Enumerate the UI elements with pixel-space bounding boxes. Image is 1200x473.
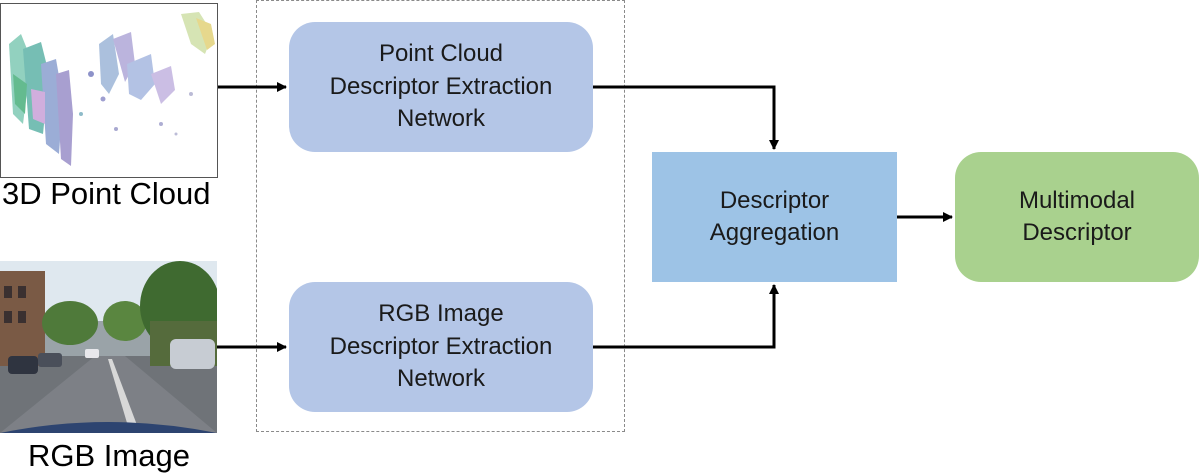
arrow-pcnet-to-aggregation xyxy=(593,85,779,150)
arrow-rgbnet-to-aggregation xyxy=(593,284,779,349)
point-cloud-visual xyxy=(9,12,215,166)
point-cloud-network-block: Point Cloud Descriptor Extraction Networ… xyxy=(289,22,593,152)
rgb-network-block: RGB Image Descriptor Extraction Network xyxy=(289,282,593,412)
rgb-street-visual xyxy=(0,261,217,433)
point-cloud-image xyxy=(0,3,218,178)
point-cloud-label: 3D Point Cloud xyxy=(2,176,211,211)
extraction-group-box xyxy=(256,0,625,432)
rgb-image-label: RGB Image xyxy=(28,438,190,473)
descriptor-aggregation-block: Descriptor Aggregation xyxy=(652,152,897,282)
multimodal-descriptor-block: Multimodal Descriptor xyxy=(955,152,1199,282)
rgb-image xyxy=(0,261,217,433)
